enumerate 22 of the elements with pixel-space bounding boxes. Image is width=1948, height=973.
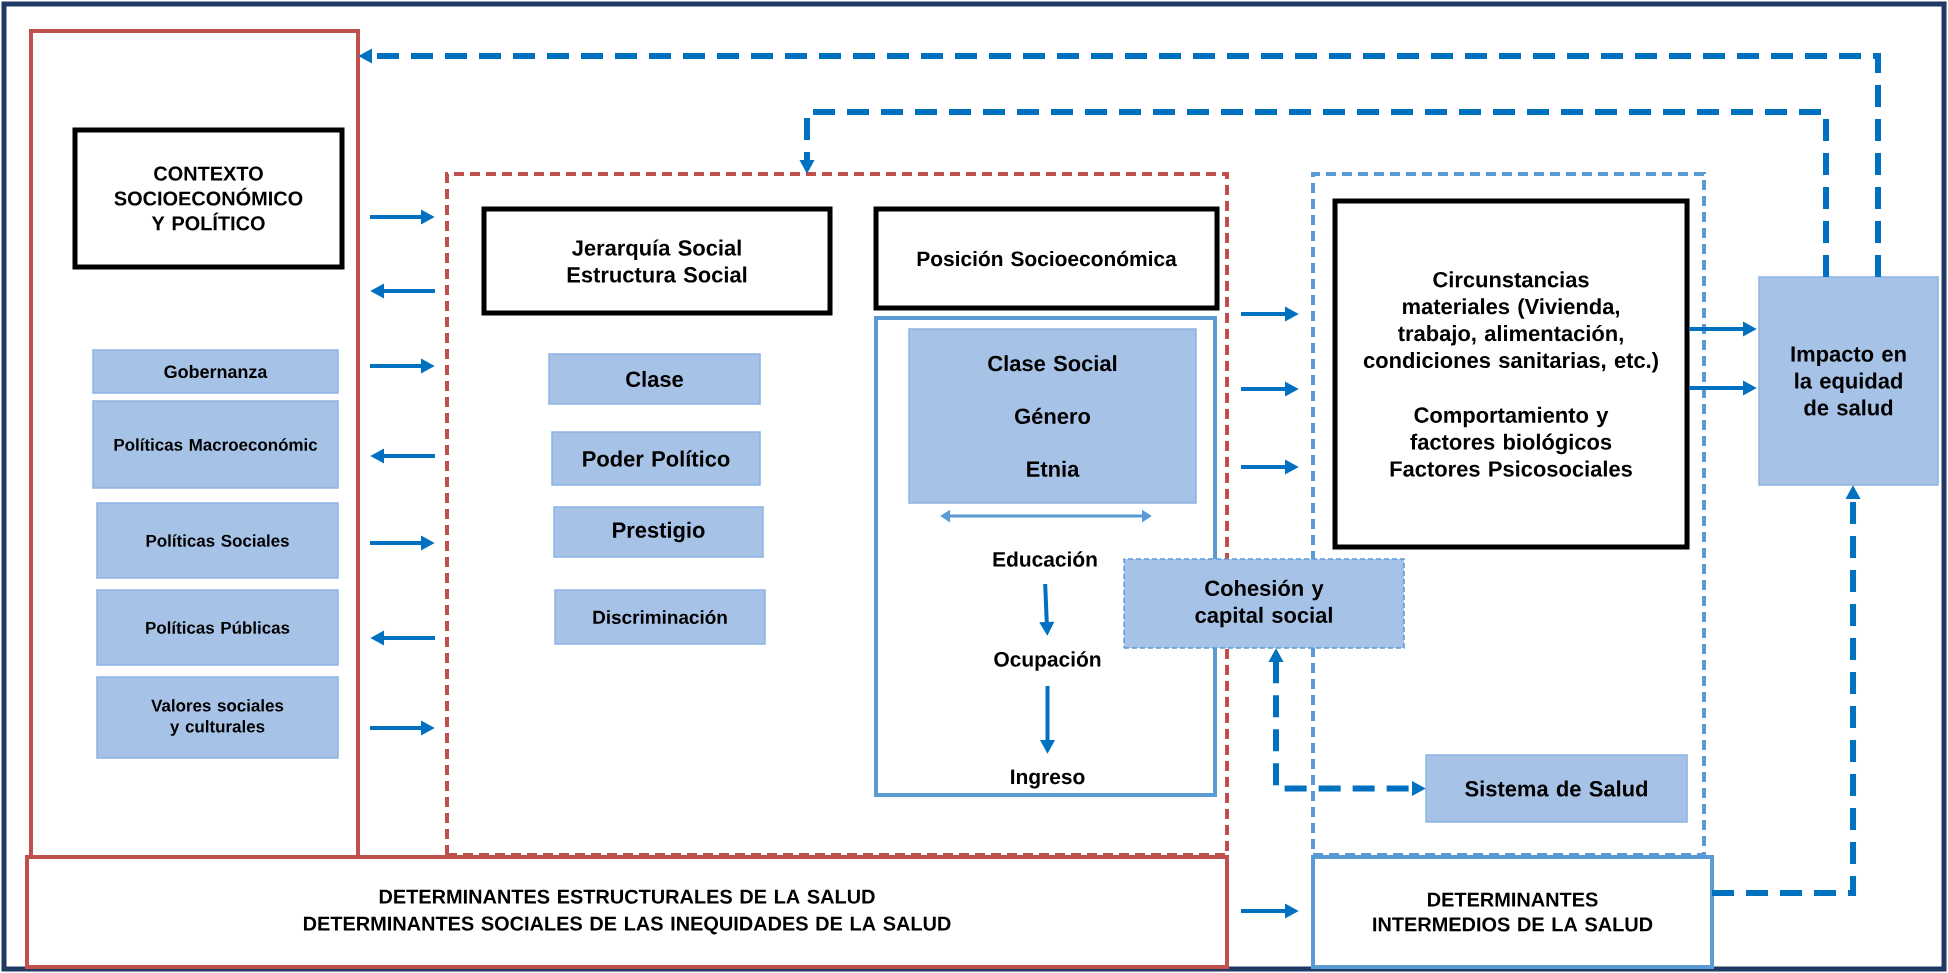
category-box: Clase <box>548 353 761 405</box>
title-box: CONTEXTO SOCIOECONÓMICO Y POLÍTICO <box>72 127 345 270</box>
text-label: Ingreso <box>1011 769 1085 789</box>
text-label: Ocupación <box>994 651 1101 671</box>
category-box: Prestigio <box>553 506 764 558</box>
title-box: DETERMINANTES ESTRUCTURALES DE LA SALUD DETERMINANTES SOCIALES DE LAS INEQUIDADES DE LA SALUD <box>25 855 1229 969</box>
category-box: Políticas Sociales <box>96 502 339 579</box>
category-box: Políticas Públicas <box>96 589 339 666</box>
category-box: Clase Social Género Etnia <box>908 328 1197 504</box>
category-box: Políticas Macroeconómic <box>92 400 339 489</box>
category-box: Discriminación <box>554 589 766 645</box>
category-box: Gobernanza <box>92 349 339 394</box>
category-box: Cohesión y capital social <box>1123 558 1405 649</box>
category-box: Impacto en la equidad de salud <box>1758 276 1939 486</box>
category-box: Sistema de Salud <box>1425 754 1688 823</box>
title-box: DETERMINANTES INTERMEDIOS DE LA SALUD <box>1311 855 1714 969</box>
text-label: Educación <box>993 551 1097 567</box>
title-box: Posición Socioeconómica <box>873 206 1220 311</box>
title-box: Jerarquía Social Estructura Social <box>481 206 833 316</box>
category-box: Poder Político <box>551 431 761 486</box>
category-box: Valores sociales y culturales <box>96 676 339 759</box>
title-box: Circunstancias materiales (Vivienda, trabajo, alimentación, condiciones sanitarias, etc.) Comportamiento y factores biológicos Factores Psicosociales <box>1332 198 1690 550</box>
